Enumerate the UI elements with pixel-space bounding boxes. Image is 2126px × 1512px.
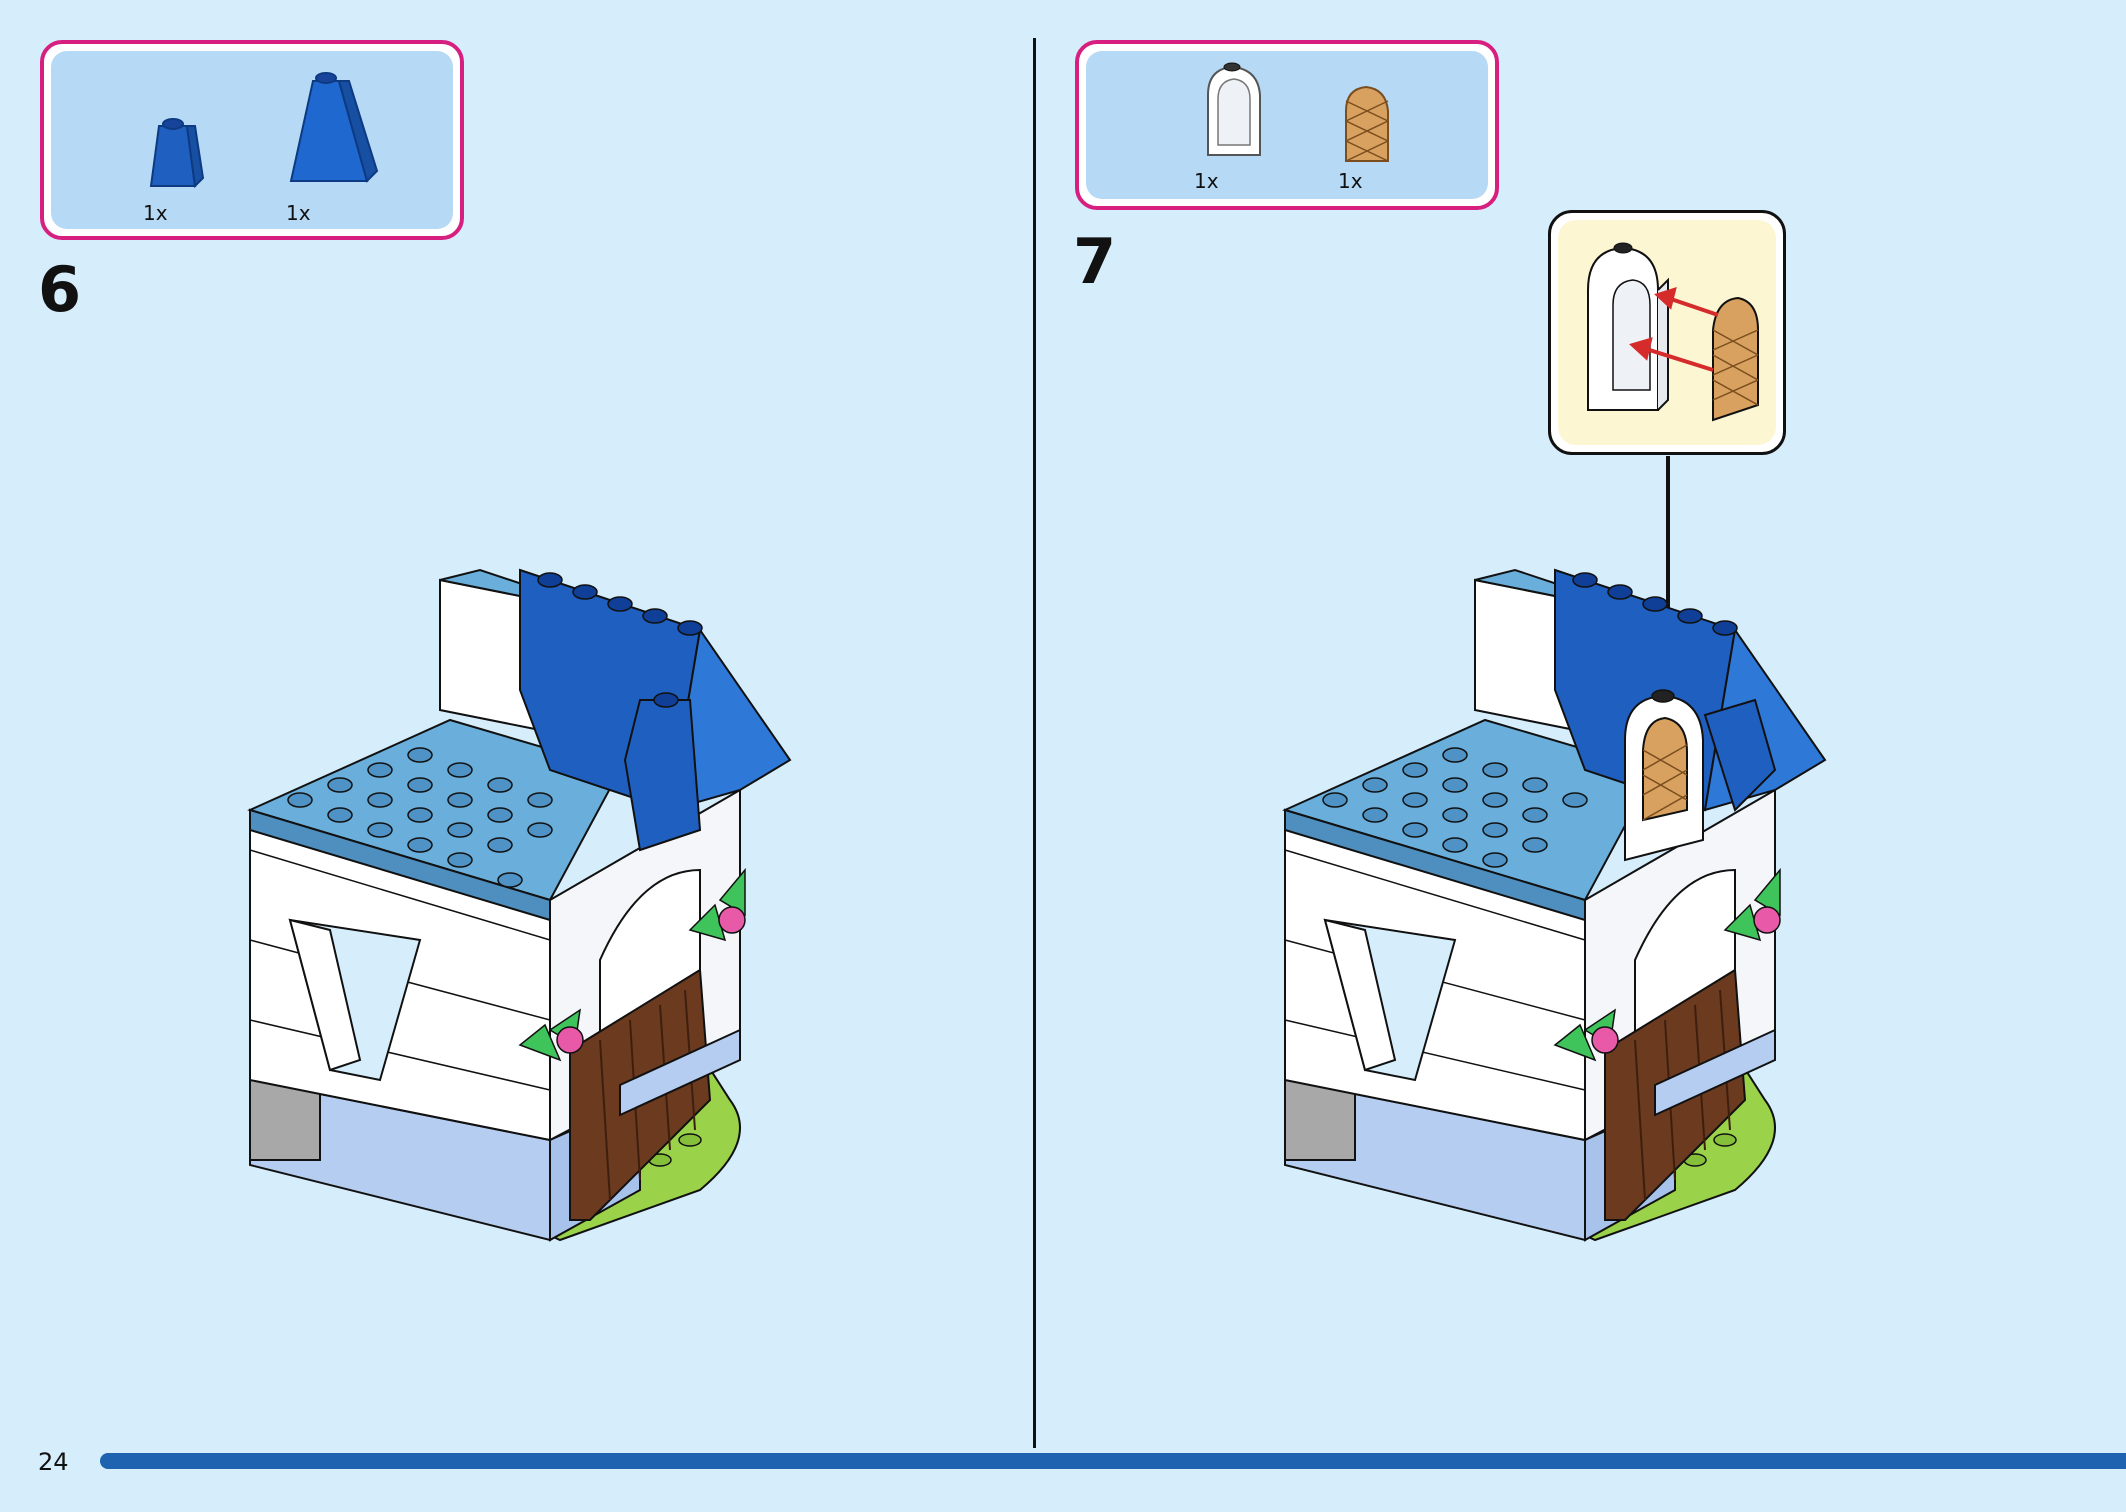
step-7-parts-box: 1x 1x xyxy=(1075,40,1499,210)
white-arch-window-frame-part xyxy=(1207,62,1261,156)
step-6-part-2-quantity: 1x xyxy=(286,201,311,225)
blue-slope-tall-part xyxy=(289,72,379,183)
step-6-number: 6 xyxy=(38,253,82,326)
step-7-detail-callout xyxy=(1548,210,1786,455)
step-7-model-illustration xyxy=(1282,568,1827,1242)
blue-slope-small-part xyxy=(149,118,205,189)
step-7-part-1-quantity: 1x xyxy=(1194,169,1219,193)
step-7-part-2-quantity: 1x xyxy=(1338,169,1363,193)
step-6-parts-panel: 1x 1x xyxy=(51,51,453,229)
step-7-number: 7 xyxy=(1073,225,1117,298)
progress-bar xyxy=(100,1453,2126,1469)
tan-lattice-window-part xyxy=(1345,85,1389,162)
page-divider xyxy=(1033,38,1036,1448)
step-7-detail-panel xyxy=(1558,220,1776,445)
assembly-arrows xyxy=(1629,287,1719,372)
step-6-part-1-quantity: 1x xyxy=(143,201,168,225)
page-number: 24 xyxy=(38,1448,69,1476)
step-6-parts-box: 1x 1x xyxy=(40,40,464,240)
step-7-parts-panel: 1x 1x xyxy=(1086,51,1488,199)
installed-arch-window xyxy=(1624,689,1704,862)
window-assembly-detail xyxy=(1587,242,1759,422)
step-6-model-illustration xyxy=(247,568,792,1242)
